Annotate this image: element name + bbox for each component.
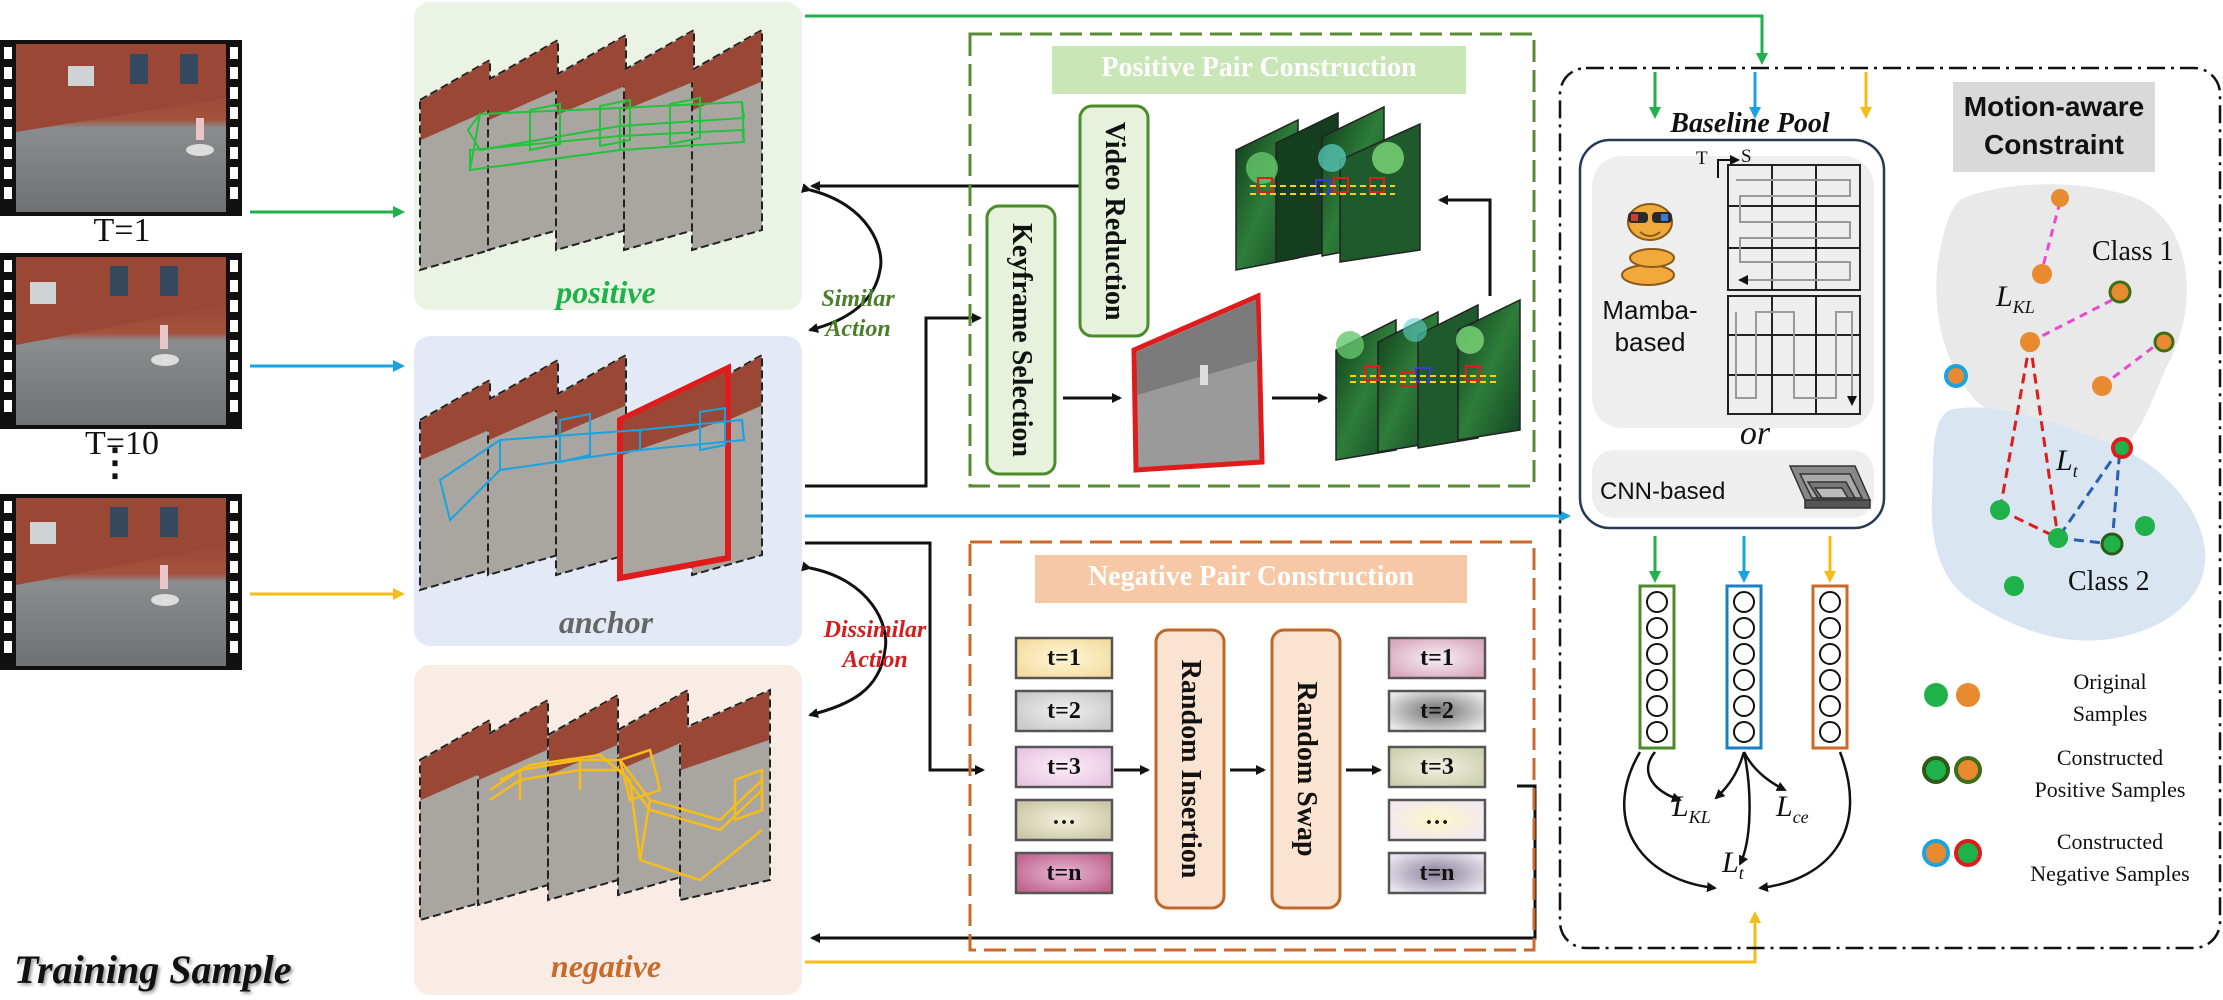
output-frame-label-1: t=1 xyxy=(1420,645,1454,671)
keyframe-selection-box xyxy=(985,204,1057,476)
similar-action-arrow xyxy=(801,183,883,333)
positive-label: positive xyxy=(556,274,656,310)
random-swap-label: Random Swap xyxy=(1291,681,1322,857)
random-insertion-box xyxy=(1154,628,1226,910)
timestep-label-10: T=10 xyxy=(85,425,159,462)
random-insertion-label: Random Insertion xyxy=(1175,659,1206,879)
loss-t-label: Lt xyxy=(1722,846,1744,883)
training-sample-caption: Training Sample xyxy=(14,947,292,992)
or-label: or xyxy=(1739,415,1771,452)
features-up-arrow xyxy=(1438,195,1492,296)
anchor-to-negative-arrow xyxy=(805,541,985,775)
input-frame-label-5: t=n xyxy=(1046,860,1082,886)
loss-curves xyxy=(1623,751,1852,893)
blue-feature-vector xyxy=(1725,584,1763,750)
negative-frame-stack xyxy=(419,688,771,922)
training-frame-10 xyxy=(0,253,242,429)
right-module-box xyxy=(1558,66,2222,950)
timestep-ellipsis: ⋮ xyxy=(96,442,134,484)
input-frame-label-1: t=1 xyxy=(1047,645,1081,671)
legend-negative-dots xyxy=(1922,839,1982,867)
video-reduction-label: Video Reduction xyxy=(1099,121,1130,321)
input-frame-label-3: t=3 xyxy=(1047,754,1081,780)
mamba-label: Mamba-based xyxy=(1602,295,1698,357)
positive-to-baseline-line xyxy=(805,14,1768,65)
anchor-to-keyframe-arrow xyxy=(805,313,982,488)
keyframe-selection-label: Keyframe Selection xyxy=(1006,222,1037,458)
class1-label: Class 1 xyxy=(2092,236,2174,267)
class2-blob xyxy=(1931,407,2206,641)
keyframe-image xyxy=(1131,292,1265,473)
legend-positive-dots xyxy=(1922,756,1982,784)
output-frame-label-4: … xyxy=(1425,804,1449,830)
negative-to-loss-line xyxy=(805,911,1761,964)
motion-loss-t-label: Lt xyxy=(2056,444,2078,481)
feature-maps-upper xyxy=(1235,105,1421,271)
anchor-label: anchor xyxy=(558,604,654,640)
anchor-frame-stack xyxy=(419,353,763,592)
negative-pair-title-bg xyxy=(1035,555,1467,603)
output-frame-label-5: t=n xyxy=(1419,860,1455,886)
training-frame-n xyxy=(0,494,242,670)
axis-t-label: T xyxy=(1696,148,1708,169)
timestep-label-1: T=1 xyxy=(93,212,151,249)
kl-links xyxy=(2029,201,2161,388)
class1-blob xyxy=(1936,184,2187,462)
dissimilar-action-arrow xyxy=(801,561,888,718)
cnn-label: CNN-based xyxy=(1600,478,1726,505)
input-frame-tiles xyxy=(1014,636,1114,895)
input-frame-label-2: t=2 xyxy=(1047,698,1081,724)
red-dashed-links xyxy=(1998,341,2060,540)
orange-feature-vector xyxy=(1811,584,1849,750)
axis-s-label: S xyxy=(1741,146,1752,167)
training-frame-1 xyxy=(0,40,242,216)
negative-pair-title: Negative Pair Construction xyxy=(1087,561,1415,592)
ts-axes xyxy=(1717,155,1740,178)
loss-kl-label: LKL xyxy=(1672,790,1711,827)
motion-loss-kl-label: LKL xyxy=(1996,280,2035,317)
random-swap-box xyxy=(1270,628,1342,910)
positive-pair-title-bg xyxy=(1052,46,1466,94)
input-frame-label-4: … xyxy=(1052,804,1076,830)
negative-label: negative xyxy=(550,948,662,984)
baseline-pool-title: Baseline Pool xyxy=(1670,108,1830,139)
negative-pair-box xyxy=(968,540,1536,952)
output-frame-label-3: t=3 xyxy=(1420,754,1454,780)
mamba-snake-icon xyxy=(1621,203,1675,286)
positive-pair-box xyxy=(968,32,1536,488)
legend-original-dots xyxy=(1924,683,1980,707)
output-frame-tiles xyxy=(1387,636,1487,895)
class2-label: Class 2 xyxy=(2068,566,2150,597)
video-reduction-box xyxy=(1078,104,1150,338)
output-frame-label-2: t=2 xyxy=(1420,698,1454,724)
sample-points xyxy=(1944,189,2175,596)
loss-ce-label: Lce xyxy=(1776,790,1809,827)
cnn-layers-icon xyxy=(1788,465,1872,509)
positive-frame-stack xyxy=(419,28,763,272)
mamba-scan-path xyxy=(1735,179,1857,406)
motion-title-bg xyxy=(1953,82,2155,172)
green-feature-vector xyxy=(1638,584,1676,750)
feature-maps-lower xyxy=(1335,298,1521,461)
positive-pair-title: Positive Pair Construction xyxy=(1101,52,1417,83)
